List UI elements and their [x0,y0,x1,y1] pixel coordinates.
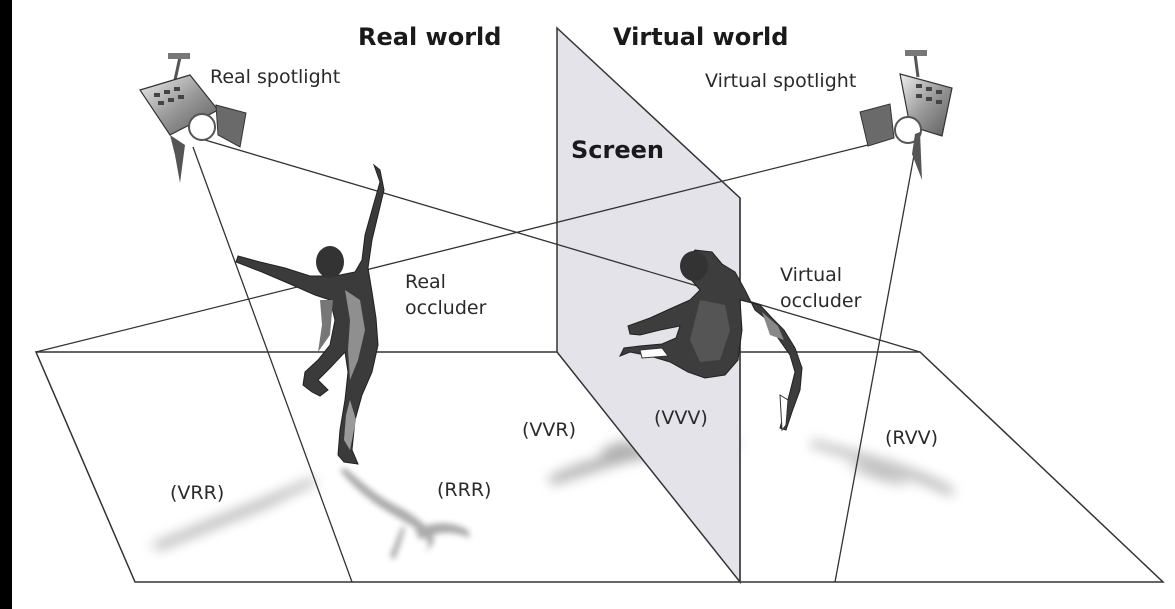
virtual-occluder-label-line2: occluder [780,290,862,312]
real-spotlight-label: Real spotlight [210,66,341,88]
shadow-rrr [340,468,470,560]
real-occluder-label-line1: Real [405,271,446,293]
real-occluder-dancer [235,163,385,465]
region-label-vvr: (VVR) [522,419,577,441]
light-rays [35,139,921,583]
real-occluder-label-line2: occluder [405,297,487,319]
virtual-occluder-label-line1: Virtual [780,264,843,286]
floor-shadows [150,440,955,560]
region-label-vvv: (VVV) [654,407,708,429]
real-world-title: Real world [358,23,502,51]
virtual-spotlight-label: Virtual spotlight [705,70,857,92]
real-spotlight-icon [139,53,247,183]
virtual-spotlight-icon [859,50,953,180]
region-label-vrr: (VRR) [170,482,225,504]
region-label-rvv: (RVV) [885,427,938,449]
region-label-rrr: (RRR) [437,479,492,501]
shadow-vrr [150,478,318,550]
virtual-world-title: Virtual world [613,23,789,51]
shadow-rvv [810,440,955,496]
screen-label: Screen [571,136,664,164]
virtual-occluder-dancer [618,249,803,432]
